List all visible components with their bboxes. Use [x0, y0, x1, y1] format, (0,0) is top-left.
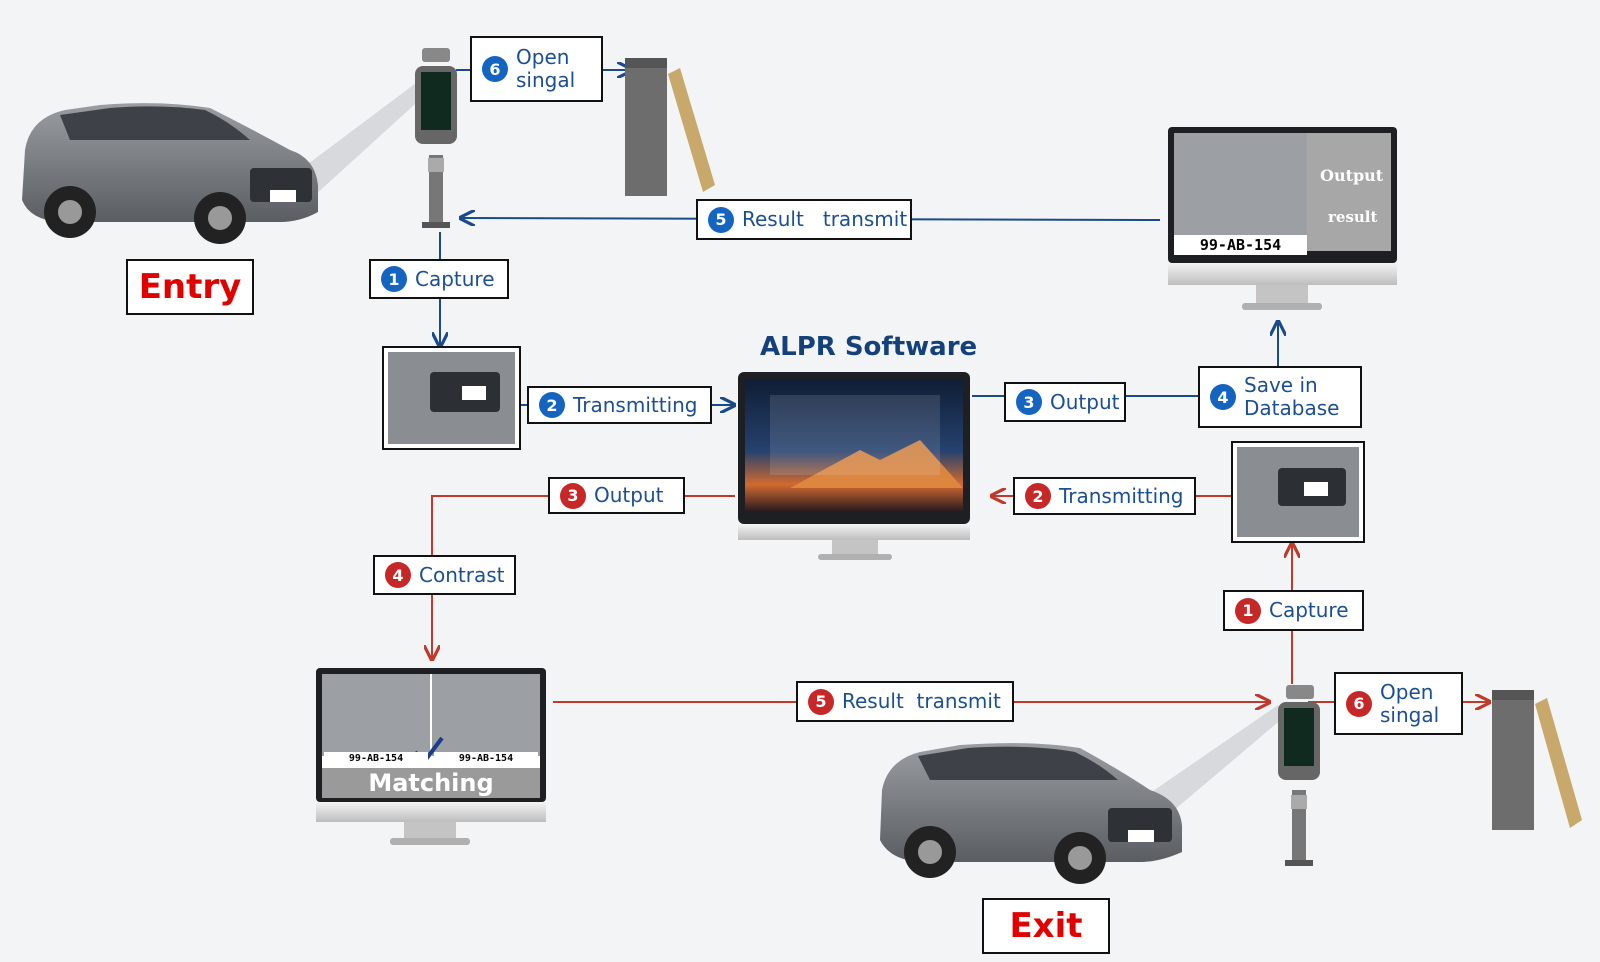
matching-plate-left: 99-AB-154	[324, 752, 428, 766]
entry-label: Entry	[126, 259, 254, 315]
entry-step-capture: 1 Capture	[369, 259, 509, 299]
exit-car-image	[880, 705, 1283, 884]
exit-label: Exit	[982, 898, 1110, 954]
output-result-line1: Output	[1320, 166, 1384, 185]
output-result-monitor	[1168, 127, 1397, 310]
matching-label: Matching	[368, 769, 494, 797]
exit-barrier-gate	[1492, 690, 1582, 830]
exit-camera-pole	[1278, 685, 1320, 866]
exit-step-output: 3 Output	[548, 477, 685, 514]
entry-capture-image	[382, 346, 521, 450]
matching-plate-right: 99-AB-154	[434, 752, 538, 766]
exit-step-result-transmit: 5 Result transmit	[796, 681, 1014, 722]
exit-step-contrast: 4 Contrast	[373, 555, 516, 595]
output-result-plate: 99-AB-154	[1174, 235, 1307, 255]
alpr-software-title: ALPR Software	[760, 332, 978, 362]
exit-step-capture: 1 Capture	[1223, 590, 1364, 631]
exit-capture-image	[1231, 441, 1365, 543]
entry-step-output: 3 Output	[1004, 382, 1126, 422]
entry-step-result-transmit: 5 Result transmit	[696, 199, 912, 240]
entry-barrier-gate	[625, 58, 715, 196]
alpr-central-monitor	[738, 372, 970, 560]
output-result-line2: result	[1328, 208, 1378, 226]
entry-step-transmitting: 2 Transmitting	[527, 386, 712, 424]
entry-camera-pole	[415, 48, 457, 228]
exit-step-transmitting: 2 Transmitting	[1013, 477, 1196, 515]
entry-car-image	[22, 80, 425, 244]
